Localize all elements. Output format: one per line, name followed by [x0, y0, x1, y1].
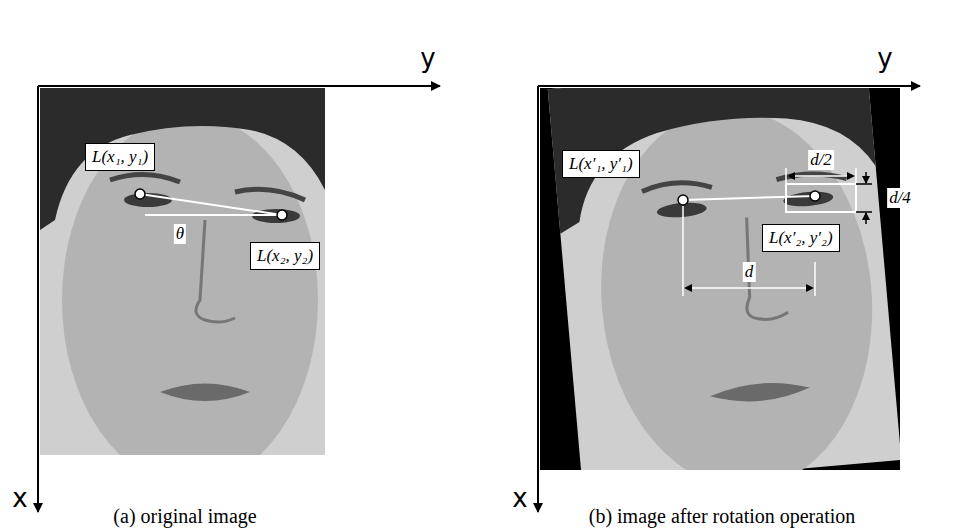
point-label-box: L(x′₂, y′₂): [762, 224, 840, 252]
rotated-face-photo: [540, 88, 900, 470]
point-label: L(x₂, y₂): [257, 246, 313, 265]
point-label: L(x₁, y₁): [92, 147, 148, 166]
axis-label: y: [420, 43, 435, 73]
point-label-box: L(x₁, y₁): [85, 143, 155, 171]
eye-window: [786, 184, 856, 212]
x-axis: [537, 86, 539, 512]
axis-label: x: [512, 483, 527, 513]
caption: (a) original image: [113, 505, 256, 528]
angle-symbol: θ: [174, 224, 186, 244]
dimension-label: d/2: [808, 150, 834, 170]
y-axis: [38, 85, 440, 87]
axis-label: y: [877, 43, 892, 73]
dimension-label: d: [743, 262, 756, 282]
face-photo: [40, 88, 325, 455]
point-label-box: L(x₂, y₂): [250, 242, 320, 270]
x-axis: [37, 86, 39, 512]
y-axis: [538, 85, 920, 87]
dimension-label: d/4: [887, 188, 913, 208]
point-label-box: L(x′₁, y′₁): [562, 150, 640, 178]
axis-label: x: [12, 483, 27, 513]
point-label: L(x′₂, y′₂): [769, 228, 833, 247]
point-label: L(x′₁, y′₁): [569, 154, 633, 173]
caption: (b) image after rotation operation: [589, 505, 856, 528]
